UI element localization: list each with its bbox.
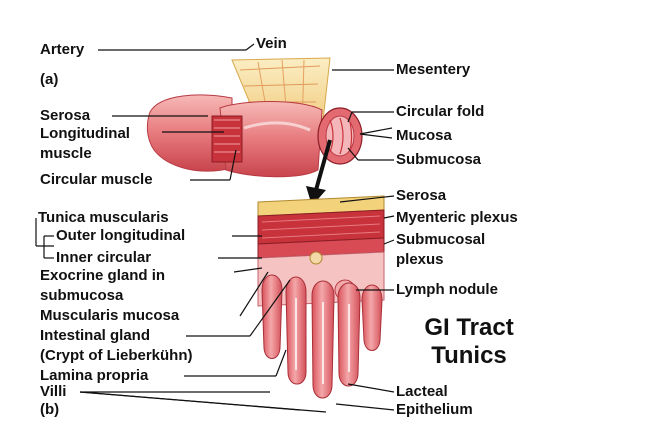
label-longitudinal-muscle-1: Longitudinal [40,125,130,142]
label-tunica-muscularis: Tunica muscularis [38,209,169,226]
label-outer-longitudinal: Outer longitudinal [56,227,186,244]
label-submucosa: Submucosa [396,151,482,168]
leader-lines [35,43,395,413]
panel-b-marker: (b) [40,401,60,418]
label-muscularis-mucosa: Muscularis mucosa [40,307,180,324]
label-longitudinal-muscle-2: muscle [40,145,92,162]
label-villi: Villi [40,383,67,400]
label-lamina-propria: Lamina propria [40,367,149,384]
label-submucosal-plexus-1: Submucosal [396,231,486,248]
label-exocrine-gland-2: submucosa [40,287,124,304]
label-myenteric-plexus: Myenteric plexus [396,209,518,226]
label-epithelium: Epithelium [396,401,473,418]
label-lacteal: Lacteal [396,383,448,400]
label-lymph-nodule: Lymph nodule [396,281,498,298]
label-circular-muscle: Circular muscle [40,171,153,188]
label-exocrine-gland-1: Exocrine gland in [40,267,166,284]
label-circular-fold: Circular fold [396,103,485,120]
label-serosa-b: Serosa [396,187,447,204]
panel-a-marker: (a) [40,71,59,88]
label-mucosa: Mucosa [396,127,452,144]
label-inner-circular: Inner circular [56,249,152,266]
villi-shapes [261,274,383,399]
label-crypt: (Crypt of Lieberkühn) [40,347,193,364]
figure-title-line-1: GI Tract [424,314,514,341]
label-vein: Vein [256,35,287,52]
figure-title-line-2: Tunics [431,342,507,369]
label-mesentery: Mesentery [396,61,471,78]
intestine-loop [146,94,363,178]
label-artery: Artery [40,41,85,58]
label-submucosal-plexus-2: plexus [396,251,444,268]
label-serosa-a: Serosa [40,107,91,124]
label-intestinal-gland: Intestinal gland [40,327,151,344]
